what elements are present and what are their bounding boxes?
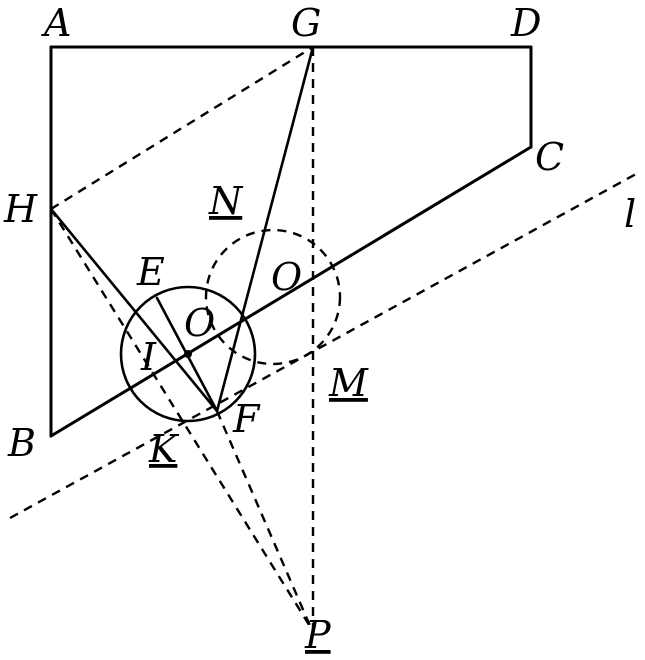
label-B: B xyxy=(7,421,36,465)
segment-HF xyxy=(49,207,219,413)
label-A: A xyxy=(41,1,71,45)
dashed-segment-HP xyxy=(49,208,313,629)
label-M: M xyxy=(328,361,369,405)
label-N: N xyxy=(208,179,244,223)
dashed-line-l xyxy=(9,172,637,520)
label-D: D xyxy=(510,1,541,45)
label-O-upper: O xyxy=(271,255,302,299)
label-H: H xyxy=(3,187,38,231)
segment-GF xyxy=(215,45,315,413)
label-C: C xyxy=(535,135,564,179)
label-G: G xyxy=(291,1,321,45)
dashed-segment-FP xyxy=(215,410,313,629)
label-F: F xyxy=(232,397,261,441)
label-l: l xyxy=(624,192,636,236)
label-E: E xyxy=(136,250,165,294)
dashed-circle xyxy=(204,228,342,366)
center-point xyxy=(184,350,192,358)
label-P: P xyxy=(304,613,332,657)
solid-circle xyxy=(119,285,257,423)
dashed-segment-HG xyxy=(50,45,314,211)
label-O-lower: O xyxy=(184,301,215,345)
label-K: K xyxy=(148,427,180,471)
label-I: I xyxy=(140,335,157,379)
